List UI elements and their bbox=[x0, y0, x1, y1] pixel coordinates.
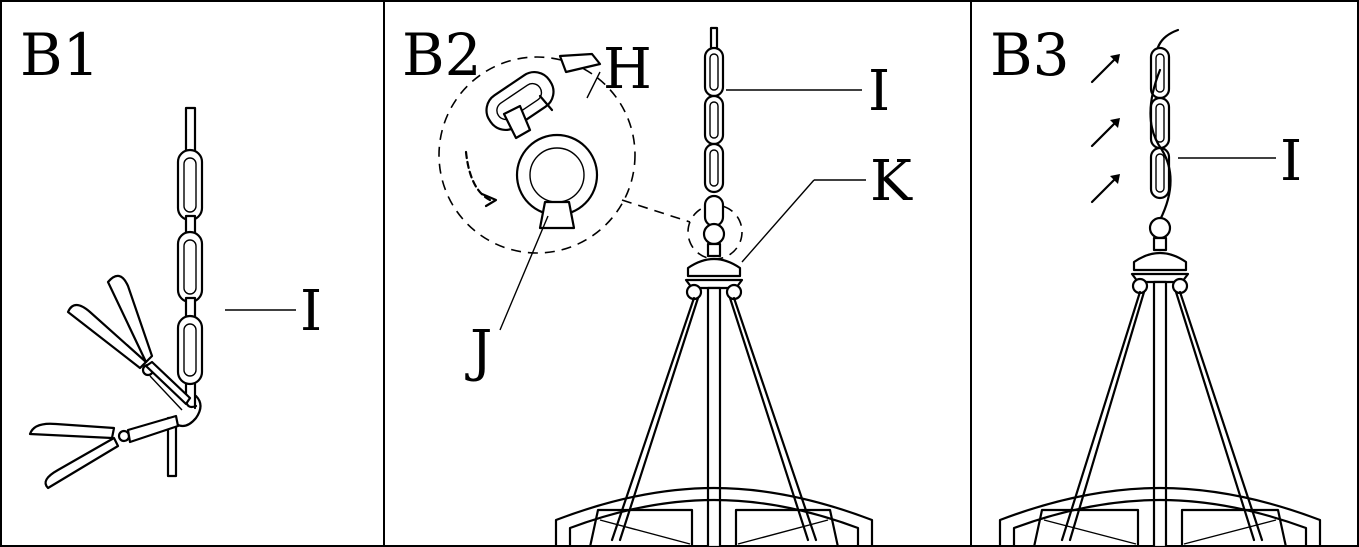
panel-label-b1: B1 bbox=[20, 21, 100, 89]
callout-i: I bbox=[300, 279, 322, 344]
callout-k: K bbox=[870, 149, 913, 214]
fixture-ring bbox=[998, 486, 1322, 547]
canopy-icon bbox=[610, 242, 818, 547]
arrow-icon bbox=[464, 150, 492, 202]
chain-icon bbox=[702, 26, 726, 246]
detail-magnifier bbox=[438, 56, 636, 254]
canopy-icon bbox=[1060, 236, 1264, 547]
chain-icon bbox=[1148, 28, 1180, 240]
callout-j: J bbox=[465, 319, 492, 384]
callout-i: I bbox=[1280, 129, 1302, 194]
arrow-icon bbox=[1090, 54, 1120, 204]
panel-b2: B2 H J bbox=[402, 21, 913, 547]
pliers-icon bbox=[66, 274, 192, 411]
panel-label-b2: B2 bbox=[402, 21, 482, 89]
chain-icon bbox=[166, 106, 204, 478]
panel-label-b3: B3 bbox=[990, 21, 1070, 89]
detail-view bbox=[464, 52, 602, 230]
pliers-icon bbox=[28, 414, 180, 490]
callout-i: I bbox=[868, 59, 890, 124]
hook-icon bbox=[515, 133, 599, 230]
panel-b1: B1 bbox=[20, 21, 322, 490]
callout-h: H bbox=[603, 37, 652, 102]
fixture-ring bbox=[554, 486, 874, 547]
panel-b3: B3 I bbox=[990, 21, 1322, 547]
